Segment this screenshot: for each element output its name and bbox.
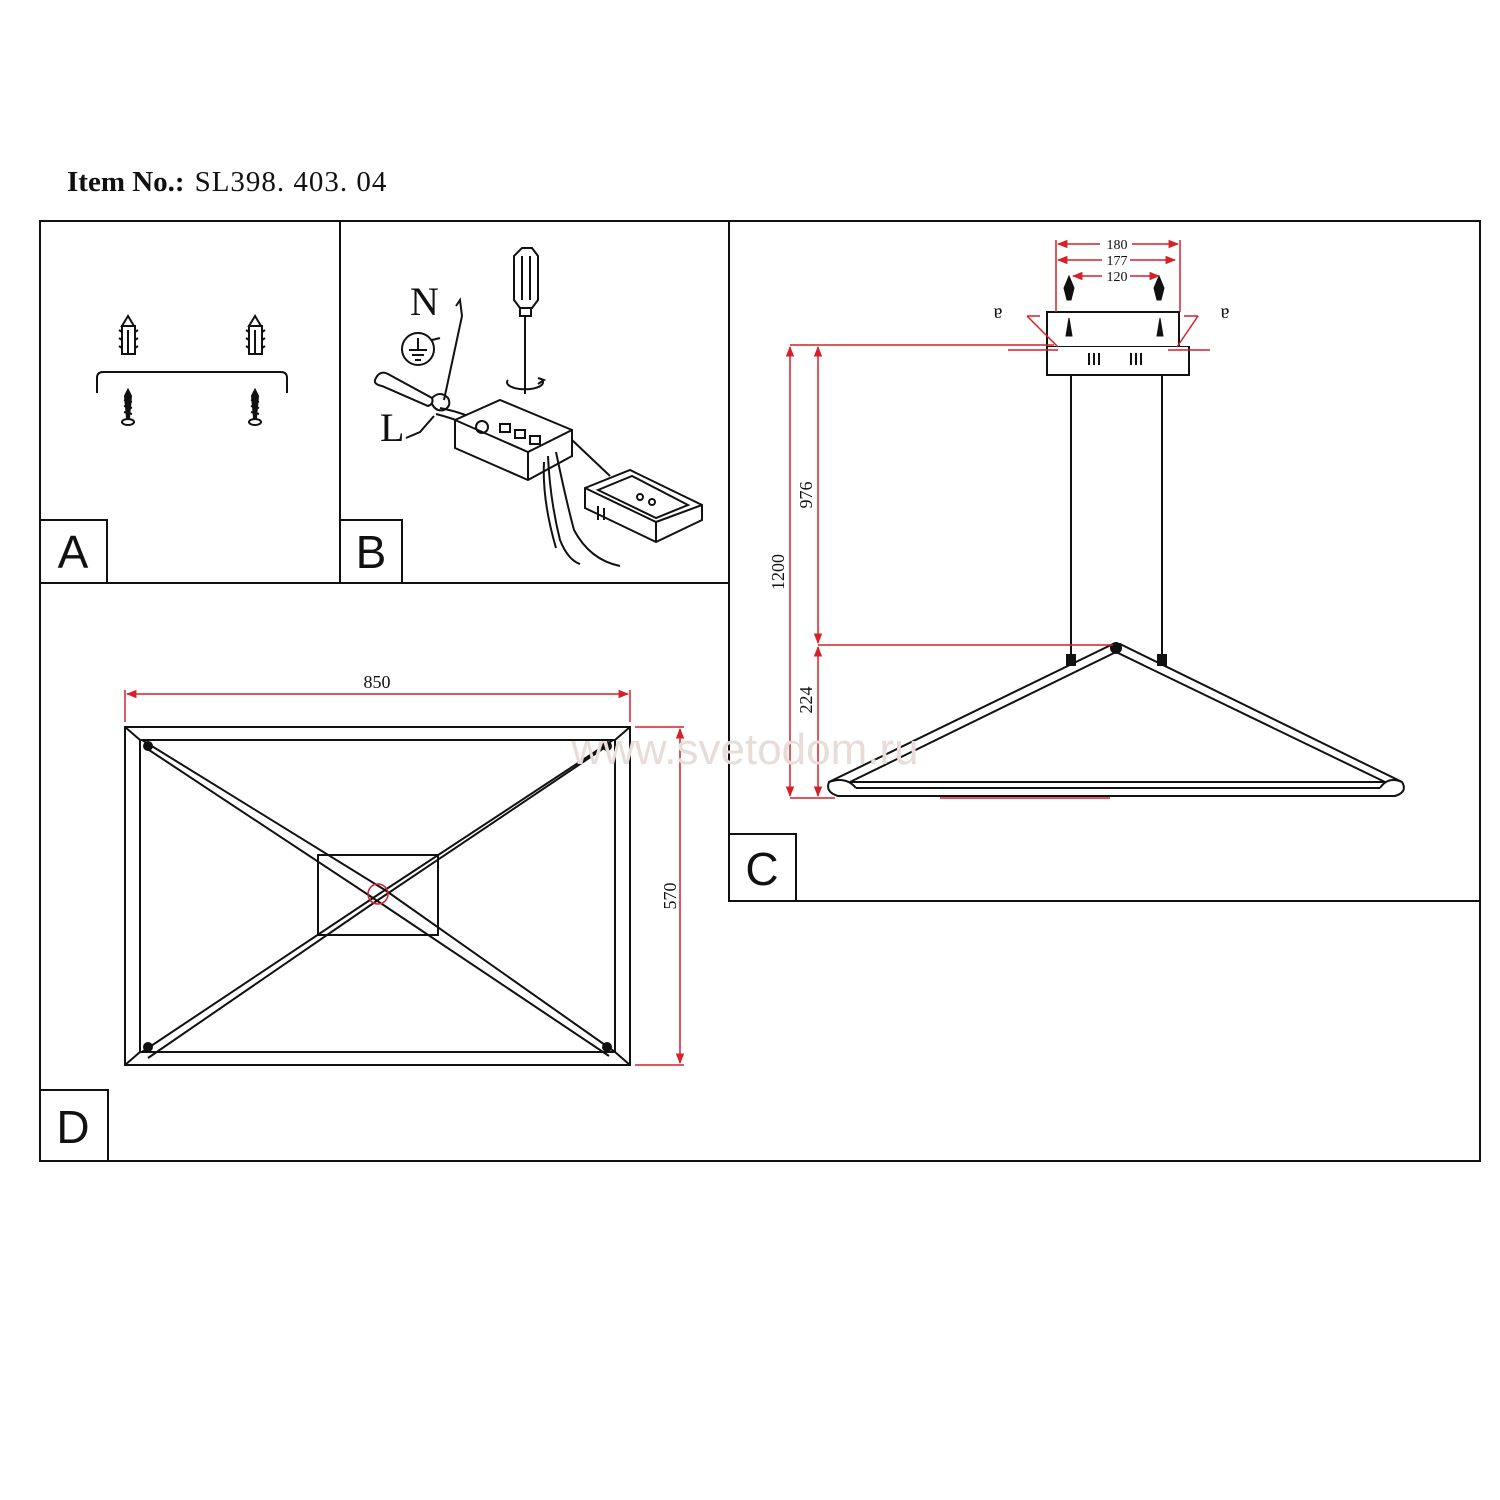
panel-frames [39,220,1481,1162]
canopy-screw-icons [1063,274,1165,337]
svg-text:A: A [58,526,89,578]
wire-twist [431,393,451,412]
dim-total-height: 1200 [768,554,788,590]
panel-letter-a: A [39,519,108,584]
dimension-lines-d [124,689,685,1066]
screwdriver-icon [506,247,547,394]
screw-icon-right [248,387,262,426]
dimension-lines-c [785,239,1181,799]
wall-anchor-icon-left [118,314,139,355]
rotate-left-icon: ɐ [994,301,1003,323]
item-number-title: Item No.: SL398. 403. 04 [67,166,387,199]
mounting-bracket [96,371,288,393]
live-leader-line [405,415,435,439]
panel-letter-d: D [39,1089,109,1162]
dim-mount-inner: 120 [1107,270,1128,285]
screw-icon-left [121,387,135,426]
ground-symbol-icon [401,332,441,366]
outer-frame [39,220,1481,1162]
svg-text:D: D [56,1101,89,1153]
wire-1 [547,455,581,565]
connector-box [584,468,703,544]
dim-frame-depth: 570 [660,883,680,910]
dim-mount-mid: 177 [1107,254,1128,269]
watermark-text: www.svetodom.ru [570,725,918,774]
terminal-block [454,398,573,482]
ceiling-canopy [1046,311,1190,376]
panel-letter-c: C [728,833,797,902]
rotate-right-icon: ɐ [1221,301,1230,323]
svg-text:C: C [745,843,778,895]
center-hub-marker [367,883,389,905]
luminaire-frame-top [124,726,631,1066]
item-number-value: SL398. 403. 04 [194,166,388,198]
svg-text:B: B [356,526,387,578]
neutral-leader-line [443,297,464,401]
wall-anchor-icon-right [245,314,266,355]
live-label: L [380,405,404,450]
panel-letter-b: B [339,519,403,584]
mounting-bracket-diagram [96,314,288,426]
wiring-diagram: N L [373,247,703,567]
power-cable [373,371,434,408]
suspension-cables [1066,375,1167,666]
dim-cable-length: 976 [796,482,816,509]
top-view-diagram: 850 570 [124,672,685,1066]
neutral-label: N [410,279,439,324]
item-label: Item No.: [67,166,185,198]
wire-2 [555,451,621,567]
side-elevation-diagram: ɐ ɐ [768,238,1405,799]
dim-frame-width: 850 [364,672,391,692]
luminaire-frame-side [827,642,1405,797]
dim-mount-outer: 180 [1107,238,1128,253]
dim-frame-height: 224 [796,687,816,714]
rotation-arrows [1008,315,1210,351]
